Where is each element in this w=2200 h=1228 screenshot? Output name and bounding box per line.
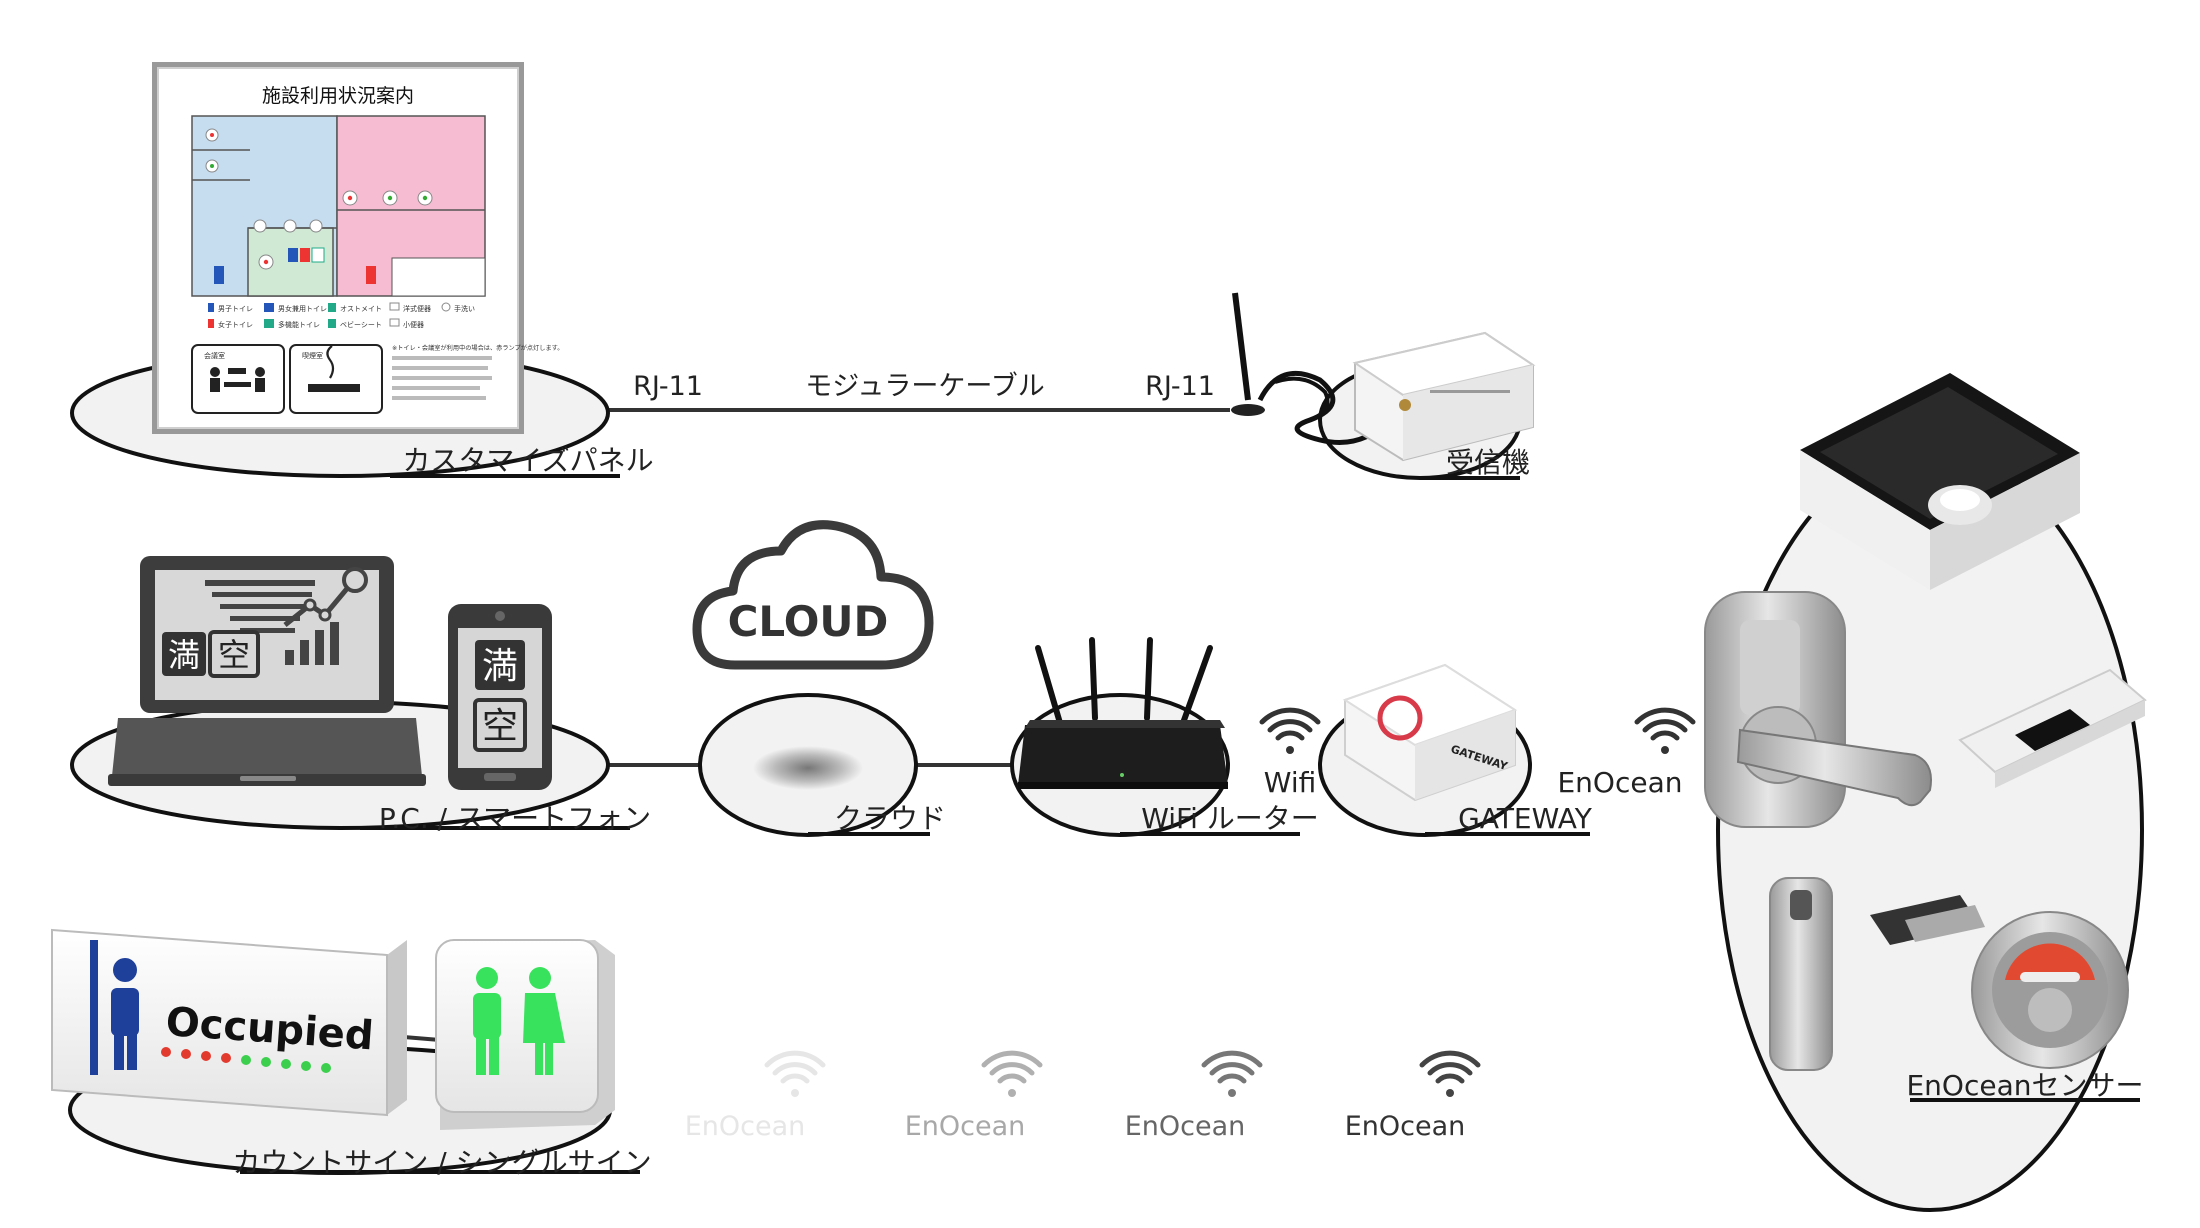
customize-panel: 施設利用状況案内 男子トイレ 女子トイレ 男女兼用トイレ xyxy=(152,62,563,434)
door-handle-sensor xyxy=(1704,591,1932,828)
meeting-room-box xyxy=(191,344,285,414)
phone-full-text: 満 xyxy=(482,646,518,687)
count-sign-label: カウントサイン / シングルサイン xyxy=(232,1146,651,1179)
receiver-label: 受信機 xyxy=(1446,446,1530,479)
enocean-row-label-3: EnOcean xyxy=(1125,1111,1246,1142)
motion-sensor xyxy=(1800,373,2080,590)
smoking-room-box xyxy=(289,344,383,414)
customize-panel-label: カスタマイズパネル xyxy=(402,444,653,477)
cloud-word: CLOUD xyxy=(728,597,889,646)
door-lock-sensor xyxy=(1769,877,2129,1071)
gateway-device: GATEWAY xyxy=(1342,663,1518,802)
enocean-row-label-4: EnOcean xyxy=(1345,1111,1466,1142)
svg-text:※トイレ・会議室が利用中の場合は、赤ランプが点灯します。: ※トイレ・会議室が利用中の場合は、赤ランプが点灯します。 xyxy=(392,344,563,352)
cloud-blur xyxy=(753,746,863,790)
svg-text:女子トイレ: 女子トイレ xyxy=(218,320,253,329)
phone-full-badge xyxy=(475,640,525,690)
enocean-gateway-label: EnOcean xyxy=(1557,766,1682,799)
svg-text:多機能トイレ: 多機能トイレ xyxy=(278,320,320,329)
label-underlines xyxy=(240,474,2140,1174)
cloud-label: クラウド xyxy=(834,802,946,835)
diagram-labels: RJ-11 モジュラーケーブル RJ-11 カスタマイズパネル 受信機 P.C.… xyxy=(232,371,2143,1179)
sign-leds xyxy=(161,1047,331,1073)
phone-empty-badge xyxy=(473,698,527,752)
svg-text:オストメイト: オストメイト xyxy=(340,305,382,313)
pc-smartphone-label: P.C. / スマートフォン xyxy=(379,802,651,835)
enocean-sensor-label: EnOceanセンサー xyxy=(1906,1069,2143,1102)
wifi-label: Wifi xyxy=(1264,766,1317,799)
enocean-row-icon-2 xyxy=(981,1050,1043,1097)
window-contact-sensor xyxy=(1958,668,2147,788)
svg-text:男子トイレ: 男子トイレ xyxy=(218,305,253,313)
enocean-row-label-1: EnOcean xyxy=(685,1111,806,1142)
count-sign: Occupied xyxy=(51,928,407,1117)
panel-title: 施設利用状況案内 xyxy=(262,85,414,107)
wifi-router xyxy=(1018,637,1228,789)
enocean-signal-row xyxy=(764,1050,1481,1097)
rj11-right-label: RJ-11 xyxy=(1145,371,1215,402)
gateway-label: GATEWAY xyxy=(1458,802,1593,835)
rj11-left-label: RJ-11 xyxy=(633,371,703,402)
panel-legend: 男子トイレ 女子トイレ 男女兼用トイレ 多機能トイレ オストメイト ベビーシート… xyxy=(208,302,475,329)
svg-text:洋式便器: 洋式便器 xyxy=(403,304,431,313)
enocean-signal-icon xyxy=(1634,707,1696,754)
svg-text:ベビーシート: ベビーシート xyxy=(340,320,382,329)
laptop: 満 空 xyxy=(108,556,426,786)
svg-text:喫煙室: 喫煙室 xyxy=(302,351,323,360)
laptop-full-text: 満 xyxy=(168,636,200,674)
svg-text:会議室: 会議室 xyxy=(204,351,225,360)
smartphone: 満 空 xyxy=(448,604,552,790)
svg-text:小便器: 小便器 xyxy=(403,320,424,329)
enocean-row-icon-1 xyxy=(764,1050,826,1097)
svg-text:男女兼用トイレ: 男女兼用トイレ xyxy=(278,304,327,313)
wifi-signal-icon xyxy=(1259,707,1321,754)
wifi-router-label: WiFi ルーター xyxy=(1141,802,1319,835)
enocean-row-icon-3 xyxy=(1201,1050,1263,1097)
svg-text:手洗い: 手洗い xyxy=(454,304,475,313)
enocean-row-icon-4 xyxy=(1419,1050,1481,1097)
single-sign xyxy=(435,939,615,1130)
modular-cable-label: モジュラーケーブル xyxy=(805,371,1045,402)
enocean-row-label-2: EnOcean xyxy=(905,1111,1026,1142)
laptop-full-badge xyxy=(162,632,206,676)
laptop-empty-text: 空 xyxy=(218,636,250,674)
receiver-device xyxy=(1231,292,1536,462)
laptop-empty-badge xyxy=(208,630,260,678)
phone-empty-text: 空 xyxy=(482,706,518,747)
cloud-icon: CLOUD xyxy=(692,520,934,790)
